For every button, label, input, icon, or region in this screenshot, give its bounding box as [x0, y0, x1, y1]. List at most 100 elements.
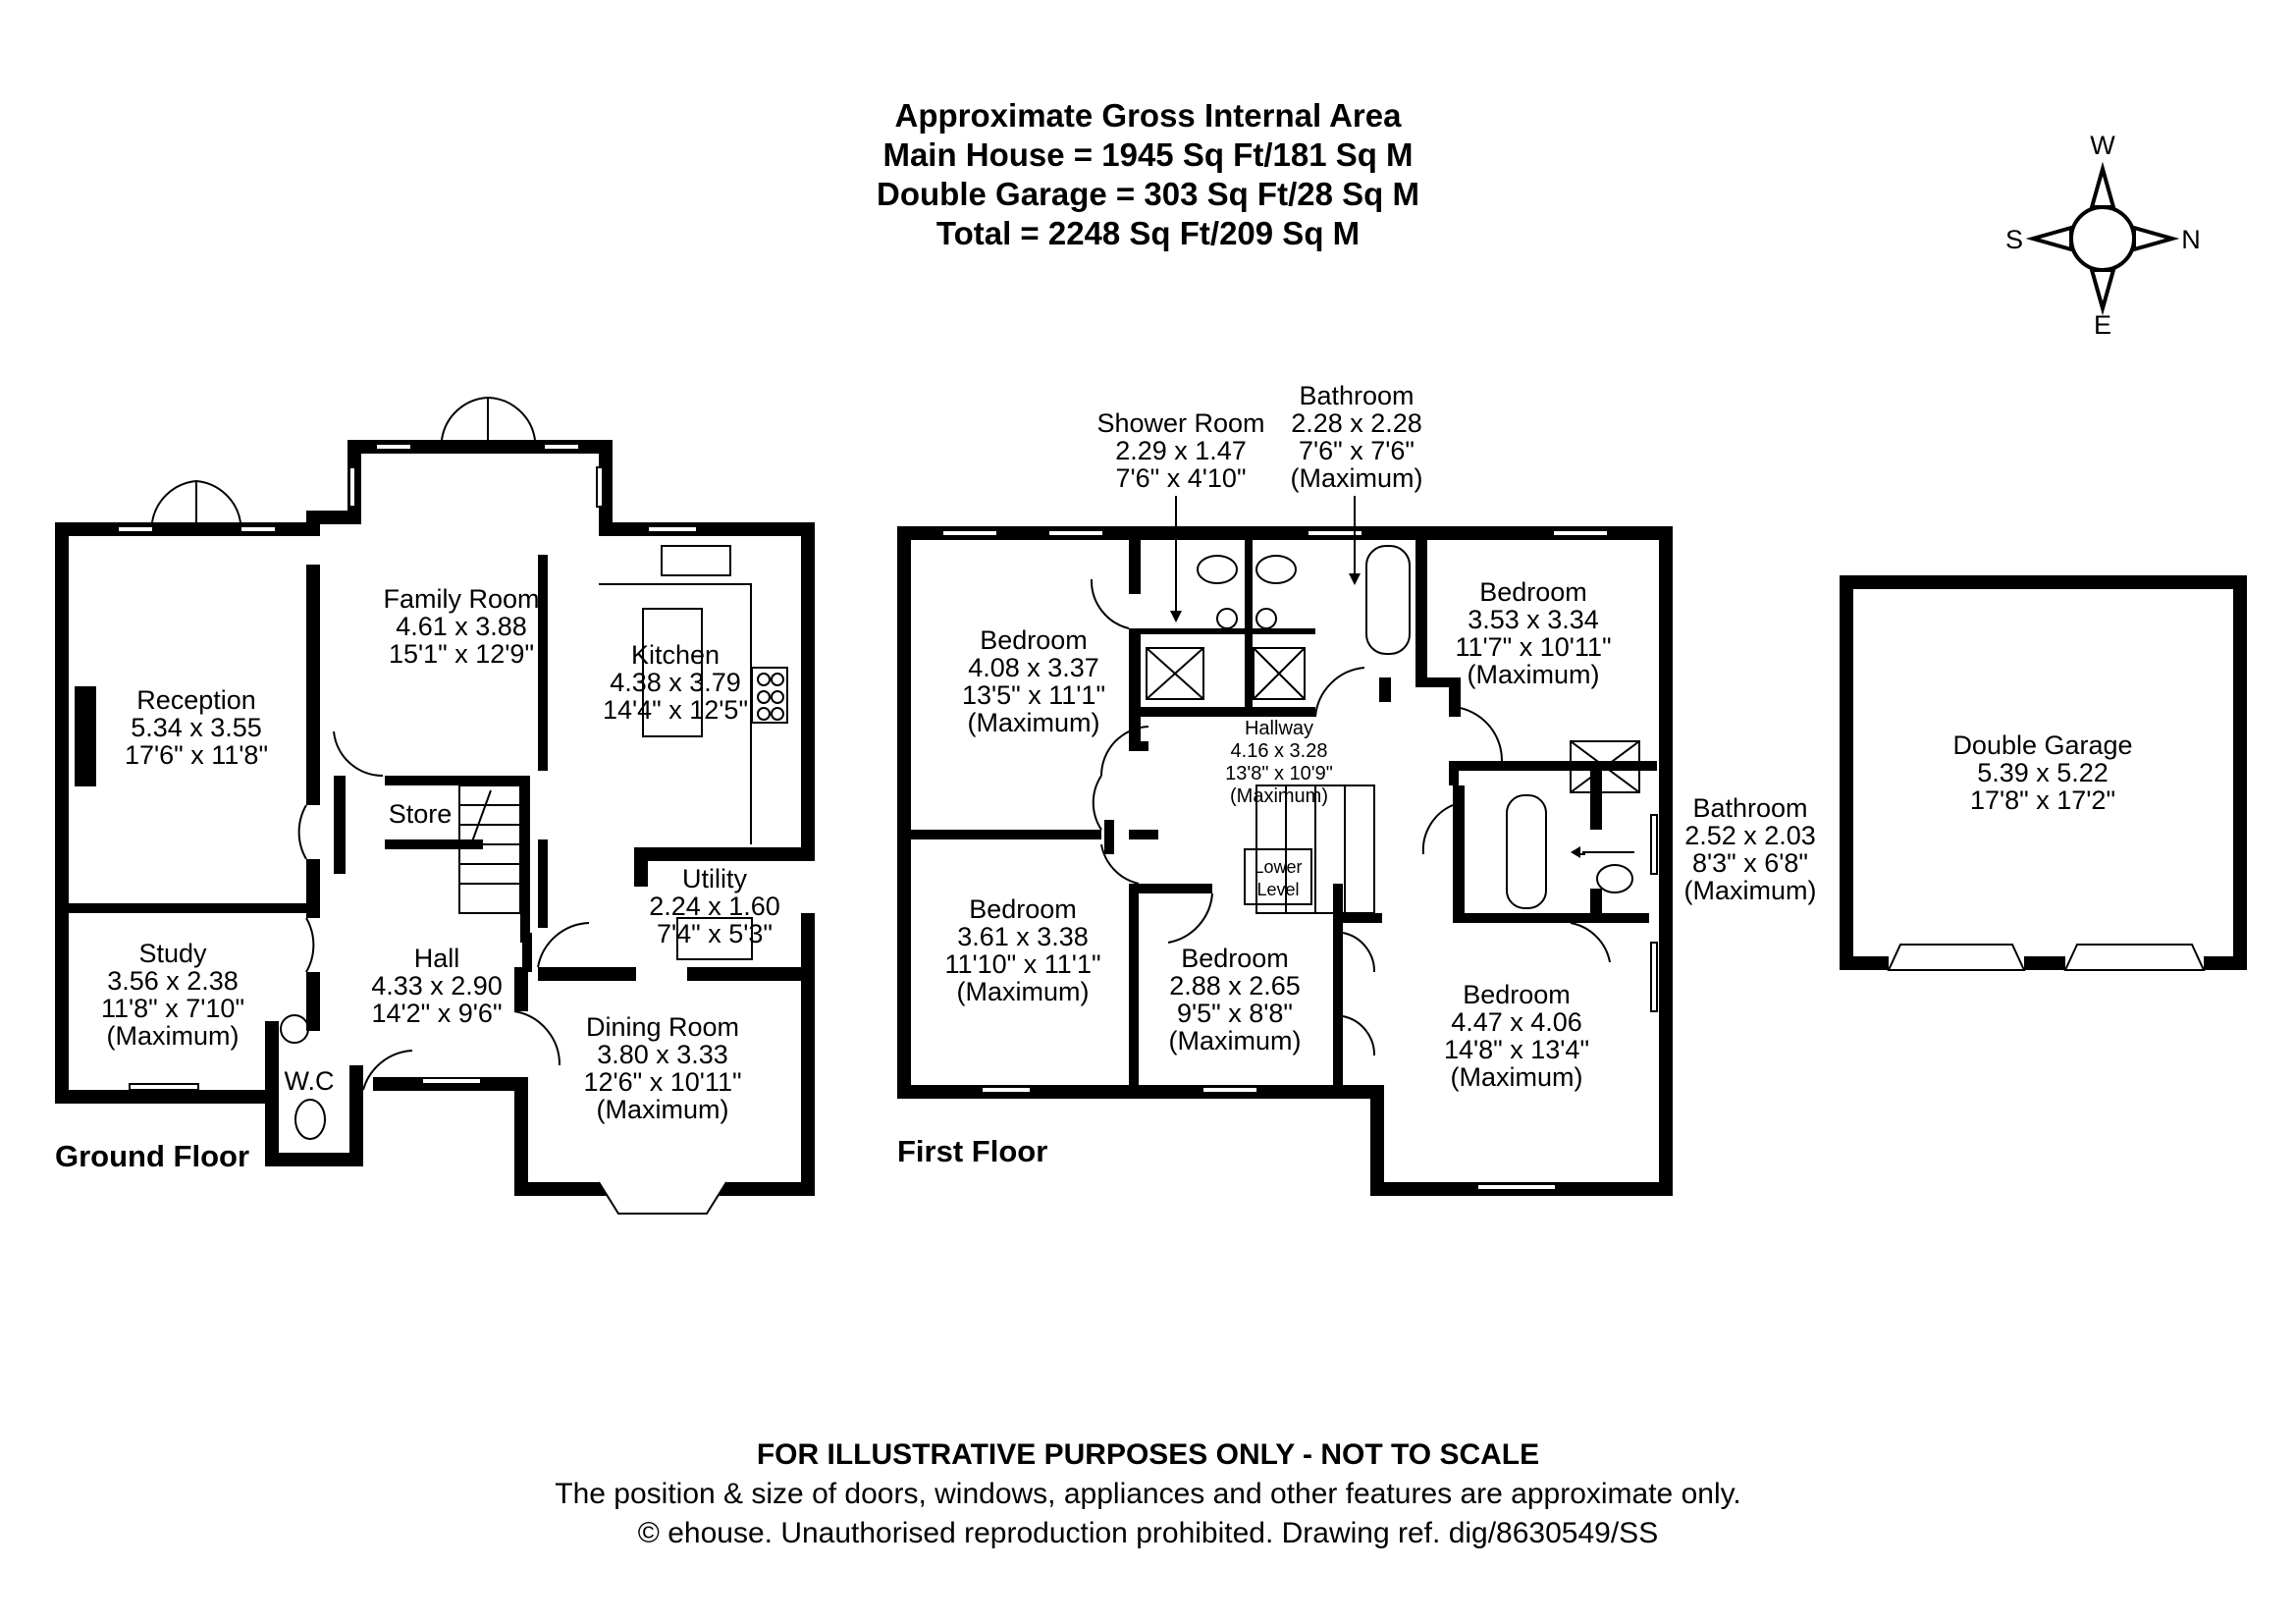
utility-metric: 2.24 x 1.60	[649, 892, 780, 921]
family-imperial: 15'1" x 12'9"	[389, 639, 534, 669]
room-bedroom-4: Bedroom 2.88 x 2.65 9'5" x 8'8" (Maximum…	[1169, 944, 1302, 1055]
hall-metric: 4.33 x 2.90	[371, 971, 503, 1001]
kitchen-metric: 4.38 x 3.79	[610, 668, 741, 697]
reception-imperial: 17'6" x 11'8"	[125, 740, 268, 770]
room-reception: Reception 5.34 x 3.55 17'6" x 11'8"	[125, 685, 268, 770]
bed2-metric: 3.53 x 3.34	[1468, 605, 1599, 634]
hall-imperial: 14'2" x 9'6"	[371, 999, 502, 1028]
room-kitchen: Kitchen 4.38 x 3.79 14'4" x 12'5"	[603, 640, 748, 725]
store-label: Store	[389, 799, 453, 829]
bed5-imperial: 14'8" x 13'4"	[1444, 1035, 1589, 1064]
room-utility: Utility 2.24 x 1.60 7'4" x 5'3"	[649, 864, 780, 948]
bed4-metric: 2.88 x 2.65	[1169, 971, 1301, 1001]
room-bedroom-1: Bedroom 4.08 x 3.37 13'5" x 11'1" (Maxim…	[962, 625, 1105, 737]
bed2-name: Bedroom	[1479, 577, 1587, 607]
study-imperial: 11'8" x 7'10"	[101, 994, 244, 1023]
area-title: Approximate Gross Internal Area	[894, 97, 1402, 134]
ground-floor-label: Ground Floor	[55, 1139, 249, 1173]
bed4-imperial: 9'5" x 8'8"	[1177, 999, 1293, 1028]
bed2-note: (Maximum)	[1468, 660, 1600, 689]
study-metric: 3.56 x 2.38	[107, 966, 239, 996]
shower-metric: 2.29 x 1.47	[1115, 436, 1247, 465]
hallway-note: (Maximum)	[1230, 785, 1328, 807]
family-name: Family Room	[383, 584, 539, 614]
bed3-metric: 3.61 x 3.38	[957, 922, 1089, 951]
hallway-name: Hallway	[1245, 718, 1313, 739]
bed5-name: Bedroom	[1463, 980, 1571, 1009]
dining-imperial: 12'6" x 10'11"	[583, 1067, 741, 1097]
bed1-metric: 4.08 x 3.37	[968, 653, 1099, 682]
hall-name: Hall	[414, 944, 460, 973]
study-name: Study	[138, 939, 207, 968]
study-note: (Maximum)	[107, 1021, 240, 1051]
utility-name: Utility	[682, 864, 747, 893]
bed2-imperial: 11'7" x 10'11"	[1455, 632, 1611, 662]
bath1-imperial: 7'6" x 7'6"	[1299, 436, 1415, 465]
shower-name: Shower Room	[1096, 408, 1264, 438]
garage-name: Double Garage	[1952, 730, 2132, 760]
utility-imperial: 7'4" x 5'3"	[657, 919, 773, 948]
family-metric: 4.61 x 3.88	[396, 612, 527, 641]
room-hallway: Hallway 4.16 x 3.28 13'8" x 10'9" (Maxim…	[1225, 718, 1333, 807]
bath2-note: (Maximum)	[1684, 876, 1817, 905]
reception-name: Reception	[136, 685, 256, 715]
garage-imperial: 17'8" x 17'2"	[1970, 785, 2115, 815]
compass-icon: W E S N	[2005, 131, 2201, 340]
room-bathroom-1: Bathroom 2.28 x 2.28 7'6" x 7'6" (Maximu…	[1291, 381, 1423, 493]
compass-w: W	[2090, 131, 2115, 160]
lower-line1: Lower	[1254, 857, 1302, 877]
wc-label: W.C	[285, 1066, 335, 1096]
room-shower: Shower Room 2.29 x 1.47 7'6" x 4'10"	[1096, 408, 1264, 493]
bed5-note: (Maximum)	[1451, 1062, 1583, 1092]
compass-n: N	[2181, 225, 2201, 254]
compass-e: E	[2094, 310, 2111, 340]
hallway-imperial: 13'8" x 10'9"	[1225, 763, 1333, 784]
first-floor-plan: First Floor	[897, 496, 1673, 1196]
bath1-metric: 2.28 x 2.28	[1291, 408, 1422, 438]
ground-floor-plan: Ground Floor	[55, 396, 815, 1215]
room-bedroom-3: Bedroom 3.61 x 3.38 11'10" x 11'1" (Maxi…	[944, 894, 1100, 1006]
disclaimer-body: The position & size of doors, windows, a…	[555, 1478, 1741, 1510]
hallway-metric: 4.16 x 3.28	[1231, 740, 1328, 762]
main-house-area: Main House = 1945 Sq Ft/181 Sq M	[882, 136, 1414, 173]
kitchen-name: Kitchen	[631, 640, 720, 670]
room-dining: Dining Room 3.80 x 3.33 12'6" x 10'11" (…	[583, 1012, 741, 1124]
room-bedroom-5: Bedroom 4.47 x 4.06 14'8" x 13'4" (Maxim…	[1444, 980, 1589, 1092]
total-area: Total = 2248 Sq Ft/209 Sq M	[935, 215, 1361, 251]
bed4-note: (Maximum)	[1169, 1026, 1302, 1055]
room-bathroom-2: Bathroom 2.52 x 2.03 8'3" x 6'8" (Maximu…	[1684, 793, 1817, 905]
garage-area: Double Garage = 303 Sq Ft/28 Sq M	[877, 176, 1419, 212]
shower-imperial: 7'6" x 4'10"	[1115, 463, 1246, 493]
bed1-note: (Maximum)	[968, 708, 1100, 737]
reception-metric: 5.34 x 3.55	[131, 713, 262, 742]
lower-line2: Level	[1256, 880, 1299, 899]
bed3-note: (Maximum)	[957, 977, 1090, 1006]
room-study: Study 3.56 x 2.38 11'8" x 7'10" (Maximum…	[101, 939, 244, 1051]
bath1-note: (Maximum)	[1291, 463, 1423, 493]
bed4-name: Bedroom	[1181, 944, 1289, 973]
dining-metric: 3.80 x 3.33	[597, 1040, 728, 1069]
bath2-metric: 2.52 x 2.03	[1684, 821, 1816, 850]
first-floor-label: First Floor	[897, 1134, 1047, 1168]
bed1-imperial: 13'5" x 11'1"	[962, 680, 1105, 710]
kitchen-imperial: 14'4" x 12'5"	[603, 695, 748, 725]
lower-level: Lower Level	[1254, 857, 1302, 899]
dining-name: Dining Room	[586, 1012, 739, 1042]
dining-note: (Maximum)	[597, 1095, 729, 1124]
bath1-name: Bathroom	[1299, 381, 1414, 410]
bed3-imperial: 11'10" x 11'1"	[944, 949, 1100, 979]
copyright-notice: © ehouse. Unauthorised reproduction proh…	[637, 1517, 1659, 1549]
room-family: Family Room 4.61 x 3.88 15'1" x 12'9"	[383, 584, 539, 669]
room-hall: Hall 4.33 x 2.90 14'2" x 9'6"	[371, 944, 503, 1028]
garage-metric: 5.39 x 5.22	[1977, 758, 2109, 787]
bed1-name: Bedroom	[980, 625, 1088, 655]
room-bedroom-2: Bedroom 3.53 x 3.34 11'7" x 10'11" (Maxi…	[1455, 577, 1611, 689]
bath2-imperial: 8'3" x 6'8"	[1692, 848, 1808, 878]
bed5-metric: 4.47 x 4.06	[1451, 1007, 1582, 1037]
garage-plan: Double Garage 5.39 x 5.22 17'8" x 17'2"	[1840, 575, 2247, 971]
compass-s: S	[2005, 225, 2023, 254]
disclaimer-title: FOR ILLUSTRATIVE PURPOSES ONLY - NOT TO …	[756, 1438, 1540, 1471]
bed3-name: Bedroom	[969, 894, 1077, 924]
bath2-name: Bathroom	[1692, 793, 1807, 823]
